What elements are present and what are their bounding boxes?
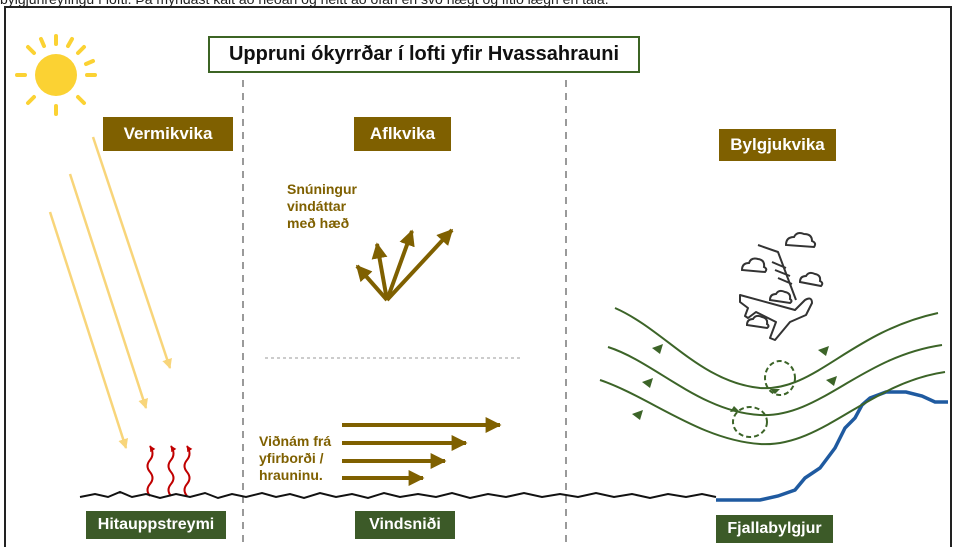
solar-radiation-arrows: [48, 136, 172, 449]
friction-note-line-2: yfirborði /: [259, 450, 324, 466]
wind-shear-arrows: [342, 417, 502, 486]
thermal-label: Vermikvika: [103, 117, 233, 151]
top-caption: bylgjuhreyfingu í lofti. Þá myndast kalt…: [0, 0, 958, 9]
wind-rotation-arrows: [355, 228, 454, 302]
rotor-eddies: [732, 360, 796, 438]
rotation-note-line-3: með hæð: [287, 215, 350, 231]
rotor-eddy-arrows: [730, 389, 780, 412]
cloud-icon: [740, 232, 824, 330]
airplane-icon: [739, 244, 813, 341]
thermal-updraft-arrows: [146, 445, 193, 497]
diagram-title: Uppruni ókyrrðar í lofti yfir Hvassahrau…: [208, 36, 640, 73]
diagram-frame: [4, 6, 952, 547]
wave-bottom-label: Fjallabylgjur: [716, 515, 833, 543]
friction-note-line-3: hrauninu.: [259, 467, 323, 483]
rotation-note: Snúningur vindáttar með hæð: [287, 181, 357, 232]
rotation-note-line-1: Snúningur: [287, 181, 357, 197]
wave-streamlines: [599, 307, 946, 446]
friction-note-line-1: Viðnám frá: [259, 433, 332, 449]
mechanical-label: Aflkvika: [354, 117, 451, 151]
friction-note: Viðnám frá yfirborði / hrauninu.: [259, 433, 331, 484]
mountain-profile: [716, 390, 948, 502]
rotation-note-line-2: vindáttar: [287, 198, 347, 214]
ground-line: [79, 490, 717, 500]
mechanical-bottom-label: Vindsniði: [355, 511, 455, 539]
thermal-bottom-label: Hitauppstreymi: [86, 511, 226, 539]
wave-label: Bylgjukvika: [719, 129, 836, 161]
wave-direction-arrows: [632, 344, 837, 420]
sun-icon: [15, 34, 97, 116]
